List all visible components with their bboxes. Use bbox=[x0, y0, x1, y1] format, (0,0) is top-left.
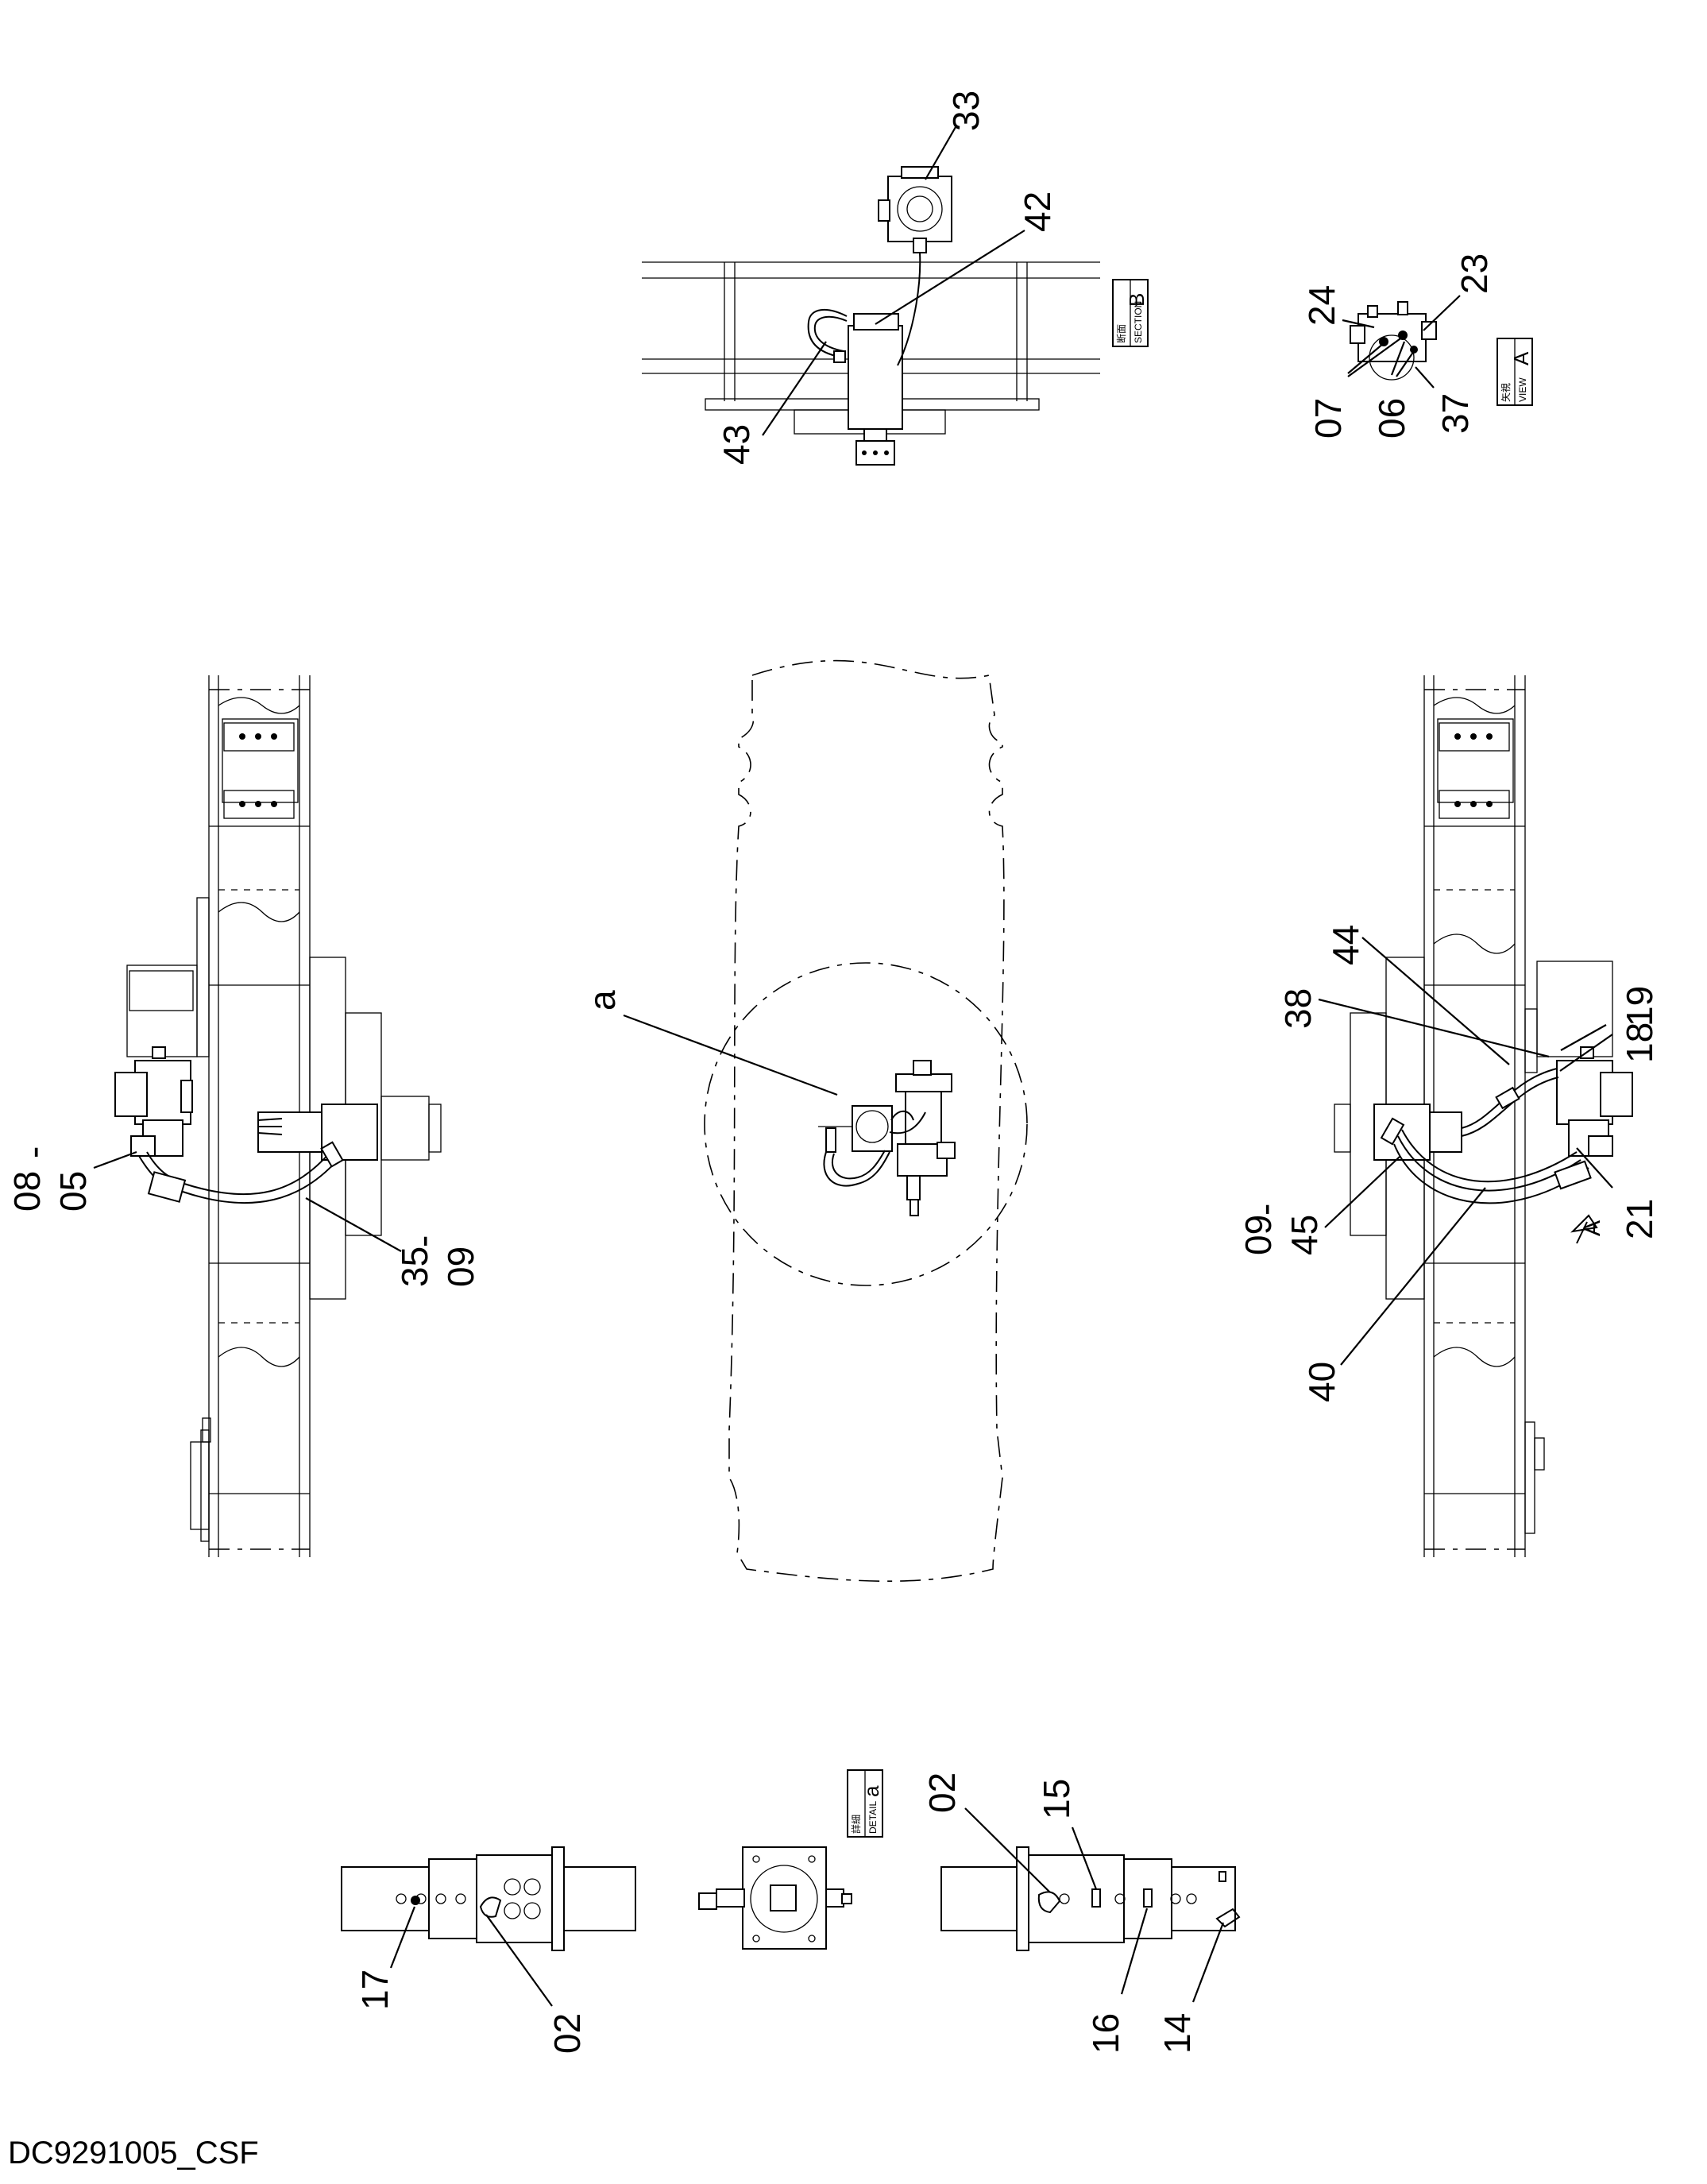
view-a-tag: A 矢視 VIEW bbox=[1497, 338, 1533, 406]
callout-23: 23 bbox=[1454, 253, 1495, 294]
callout-37: 37 bbox=[1435, 393, 1476, 434]
separator-08-05: - bbox=[13, 1146, 54, 1158]
callout-19: 19 bbox=[1619, 986, 1660, 1026]
callout-42: 42 bbox=[1017, 191, 1058, 232]
detail-a-en: DETAIL bbox=[867, 1801, 879, 1834]
callout-02-right: 02 bbox=[921, 1772, 963, 1813]
callout-38: 38 bbox=[1277, 988, 1319, 1029]
callout-06: 06 bbox=[1371, 398, 1412, 439]
callout-15: 15 bbox=[1036, 1779, 1077, 1819]
callout-09-right: 09 bbox=[1238, 1215, 1279, 1255]
detail-a-letter: a bbox=[859, 1785, 883, 1797]
callout-09-left: 09 bbox=[440, 1247, 481, 1287]
detail-left-swivel bbox=[341, 1846, 636, 1951]
view-a-valve bbox=[1350, 301, 1437, 381]
detail-right-swivel bbox=[940, 1846, 1241, 1951]
callout-05: 05 bbox=[52, 1171, 94, 1212]
section-b-view bbox=[642, 166, 1100, 466]
right-track-frame bbox=[1334, 675, 1633, 1557]
callout-02-left: 02 bbox=[546, 2013, 588, 2054]
callout-21: 21 bbox=[1619, 1199, 1660, 1239]
section-b-en: SECTION bbox=[1133, 301, 1144, 343]
callout-45: 45 bbox=[1284, 1215, 1325, 1255]
callout-24: 24 bbox=[1301, 285, 1342, 326]
view-arrow-a-label: A bbox=[1579, 1220, 1605, 1236]
callout-17: 17 bbox=[354, 1969, 396, 2010]
detail-center-flange bbox=[698, 1846, 852, 1950]
center-upper-structure bbox=[704, 659, 1028, 1583]
left-track-frame bbox=[114, 675, 442, 1557]
view-a-jp: 矢視 bbox=[1500, 383, 1512, 402]
drawing-code: DC9291005_CSF bbox=[8, 2136, 259, 2170]
callout-16: 16 bbox=[1085, 2013, 1126, 2054]
section-b-tag: B 断面 SECTION bbox=[1112, 279, 1149, 347]
callout-44: 44 bbox=[1325, 925, 1366, 965]
separator-35-09: - bbox=[402, 1235, 443, 1247]
callout-18: 18 bbox=[1619, 1022, 1660, 1063]
view-a-en: VIEW bbox=[1517, 377, 1528, 402]
callout-33: 33 bbox=[945, 91, 987, 131]
callout-07: 07 bbox=[1307, 398, 1349, 439]
callout-35: 35 bbox=[394, 1247, 435, 1287]
detail-a-tag: a 詳細 DETAIL bbox=[847, 1769, 883, 1838]
callout-40: 40 bbox=[1301, 1362, 1342, 1402]
view-a-letter: A bbox=[1509, 351, 1533, 365]
section-b-letter: B bbox=[1125, 293, 1149, 307]
callout-14: 14 bbox=[1157, 2013, 1198, 2054]
callout-a: a bbox=[581, 990, 623, 1011]
callout-08-left: 08 bbox=[6, 1171, 48, 1212]
separator-09-45: - bbox=[1244, 1204, 1285, 1216]
callout-43: 43 bbox=[716, 424, 757, 465]
section-b-jp: 断面 bbox=[1115, 324, 1127, 343]
detail-a-jp: 詳細 bbox=[850, 1815, 862, 1834]
